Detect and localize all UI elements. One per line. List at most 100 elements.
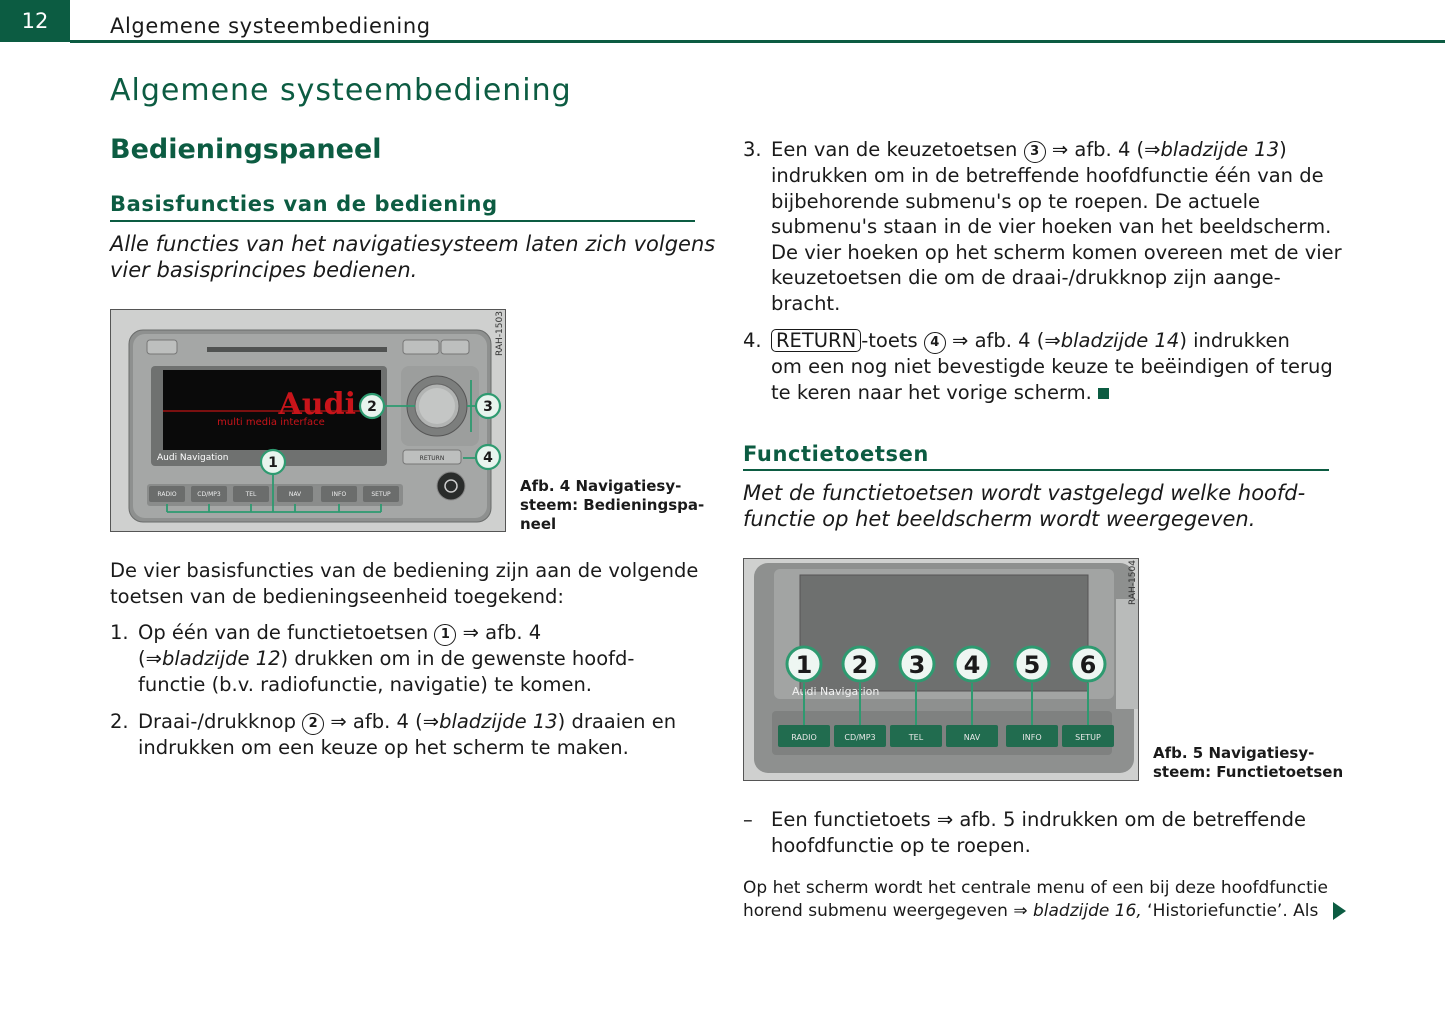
continue-arrow-icon: [1333, 902, 1346, 920]
step-text: ): [1279, 138, 1287, 161]
step-number: 1.: [110, 621, 129, 644]
screen-label: Audi Navigation: [792, 685, 879, 698]
dash-bullet: –: [743, 808, 753, 831]
subsection-functietoetsen: Functietoetsen: [743, 442, 929, 466]
figure-ref: ⇒ afb. 4 (⇒: [1051, 138, 1161, 161]
running-title: Algemene systeembediening: [110, 14, 431, 38]
footnote-line: ‘Historiefunctie’. Als: [1141, 901, 1319, 921]
fig5-button-setup: SETUP: [1075, 733, 1101, 742]
step-text: te keren naar het vorige scherm.: [771, 380, 1092, 404]
step-text: Op één van de functietoetsen: [138, 621, 429, 644]
subsection-rule: [743, 469, 1329, 471]
fig5-callout-5: 5: [1024, 651, 1041, 679]
fig5-button-cdmp3: CD/MP3: [844, 733, 875, 742]
step-text: (⇒: [138, 647, 162, 670]
logo-subtitle: multi media interface: [217, 417, 325, 428]
step-text: bijbehorende submenu's op te roepen. De …: [771, 189, 1261, 213]
intro-functietoetsen: Met de functietoetsen wordt vastgelegd w…: [743, 480, 1305, 532]
step-4: 4. RETURN-toets 4 ⇒ afb. 4 (⇒bladzijde 1…: [743, 328, 1343, 405]
fig4-callout-4: 4: [483, 450, 493, 466]
paragraph-line: toetsen van de bedieningseenheid toegeke…: [110, 584, 564, 608]
section-title: Bedieningspaneel: [110, 134, 382, 165]
step-text: Draai-/drukknop: [138, 710, 296, 733]
caption-line: steem: Functietoetsen: [1153, 763, 1344, 781]
intro-basisfuncties: Alle functies van het navigatiesysteem l…: [110, 231, 715, 283]
caption-line: neel: [520, 515, 557, 533]
return-key: RETURN: [771, 329, 862, 352]
fig5-callout-4: 4: [964, 651, 981, 679]
step-text: indrukken om in de betreffende hoofdfunc…: [771, 164, 1324, 187]
step-text: ) draaien en: [557, 710, 677, 733]
callout-ref: 3: [1023, 141, 1046, 163]
callout-ref: 1: [434, 624, 457, 646]
fig5-callout-6: 6: [1080, 651, 1097, 679]
step-text: Een van de keuzetoetsen: [771, 138, 1018, 161]
page-ref: bladzijde 16,: [1032, 901, 1142, 921]
fig4-button-info: INFO: [332, 491, 347, 498]
figure-code: RAH-1504: [1128, 560, 1138, 605]
fig4-button-setup: SETUP: [371, 491, 391, 498]
page-number: 12: [0, 0, 70, 42]
dash-item: – Een functietoets ⇒ afb. 5 indrukken om…: [743, 807, 1343, 858]
step-text: De vier hoeken op het scherm komen overe…: [771, 240, 1342, 264]
step-text: -toets: [861, 329, 918, 352]
fig4-button-radio: RADIO: [157, 491, 176, 498]
fig4-callout-1: 1: [268, 455, 278, 471]
step-2: 2. Draai-/drukknop 2 ⇒ afb. 4 (⇒bladzijd…: [110, 709, 710, 761]
figure-ref: ⇒ afb. 4 (⇒: [952, 329, 1061, 352]
steps-list-left: 1. Op één van de functietoetsen 1 ⇒ afb.…: [110, 620, 710, 773]
fig5-callout-1: 1: [796, 651, 813, 679]
step-text: indrukken om een keuze op het scherm te …: [138, 736, 629, 759]
callout-ref: 4: [923, 332, 946, 354]
steps-list-right: 3. Een van de keuzetoetsen 3 ⇒ afb. 4 (⇒…: [743, 137, 1343, 417]
footnote-line: horend submenu weergegeven ⇒: [743, 901, 1028, 921]
paragraph-basisfuncties: De vier basisfuncties van de bediening z…: [110, 558, 698, 609]
figure4-caption: Afb. 4 Navigatiesy- steem: Bedieningspa-…: [520, 477, 704, 534]
step-text: submenu's staan in de vier hoeken van he…: [771, 215, 1332, 238]
return-key-label: RETURN: [420, 455, 445, 462]
step-text: ) drukken om in de gewenste hoofd-: [280, 647, 635, 670]
end-marker-icon: [1098, 387, 1110, 399]
step-1: 1. Op één van de functietoetsen 1 ⇒ afb.…: [110, 620, 710, 697]
figure-ref: ⇒ afb. 4: [462, 621, 542, 644]
subsection-basisfuncties: Basisfuncties van de bediening: [110, 192, 498, 216]
caption-line: steem: Bedieningspa-: [520, 496, 705, 514]
page-number-text: 12: [21, 9, 49, 33]
subsection-rule: [110, 220, 695, 222]
fig5-button-radio: RADIO: [791, 733, 817, 742]
caption-line: Afb. 5 Navigatiesy-: [1153, 744, 1315, 762]
footnote-line: Op het scherm wordt het centrale menu of…: [743, 878, 1328, 898]
paragraph-line: De vier basisfuncties van de bediening z…: [110, 559, 699, 582]
step-number: 3.: [743, 138, 762, 161]
caption-line: Afb. 4 Navigatiesy-: [520, 477, 682, 495]
screen-label: Audi Navigation: [157, 453, 228, 463]
header-rule: [70, 40, 1445, 43]
intro-line: Met de functietoetsen wordt vastgelegd w…: [743, 481, 1306, 505]
step-text: bracht.: [771, 291, 841, 315]
fig5-button-info: INFO: [1022, 733, 1041, 742]
fig4-callout-3: 3: [483, 399, 493, 415]
figure-function-keys: Audi Navigation RADIO CD/MP3 TEL NAV INF…: [743, 558, 1139, 781]
fig5-button-nav: NAV: [964, 733, 981, 742]
figure5-caption: Afb. 5 Navigatiesy- steem: Functietoetse…: [1153, 744, 1343, 782]
page-title: Algemene systeembediening: [110, 73, 572, 108]
control-panel-illustration: Audi multi media interface Audi Navigati…: [111, 310, 505, 531]
page-ref: bladzijde 14: [1060, 329, 1180, 352]
dash-text: hoofdfunctie op te roepen.: [771, 833, 1031, 857]
step-text: functie (b.v. radiofunctie, navigatie) t…: [138, 672, 593, 696]
step-3: 3. Een van de keuzetoetsen 3 ⇒ afb. 4 (⇒…: [743, 137, 1343, 316]
footnote-paragraph: Op het scherm wordt het centrale menu of…: [743, 877, 1328, 923]
step-text: ) indrukken: [1179, 329, 1290, 352]
figure-code: RAH-1503: [495, 311, 505, 356]
fig4-button-nav: NAV: [289, 491, 302, 498]
function-keys-illustration: Audi Navigation RADIO CD/MP3 TEL NAV INF…: [744, 559, 1138, 780]
page-ref: bladzijde 12: [161, 647, 281, 670]
dash-text: Een functietoets ⇒ afb. 5 indrukken om d…: [771, 808, 1306, 831]
intro-line: functie op het beeldscherm wordt weergeg…: [743, 507, 1256, 531]
page-ref: bladzijde 13: [1160, 138, 1280, 161]
fig4-callout-2: 2: [367, 399, 377, 415]
step-number: 4.: [743, 329, 762, 352]
page-ref: bladzijde 13: [439, 710, 558, 733]
fig5-callout-3: 3: [909, 651, 926, 679]
callout-ref: 2: [302, 713, 325, 735]
